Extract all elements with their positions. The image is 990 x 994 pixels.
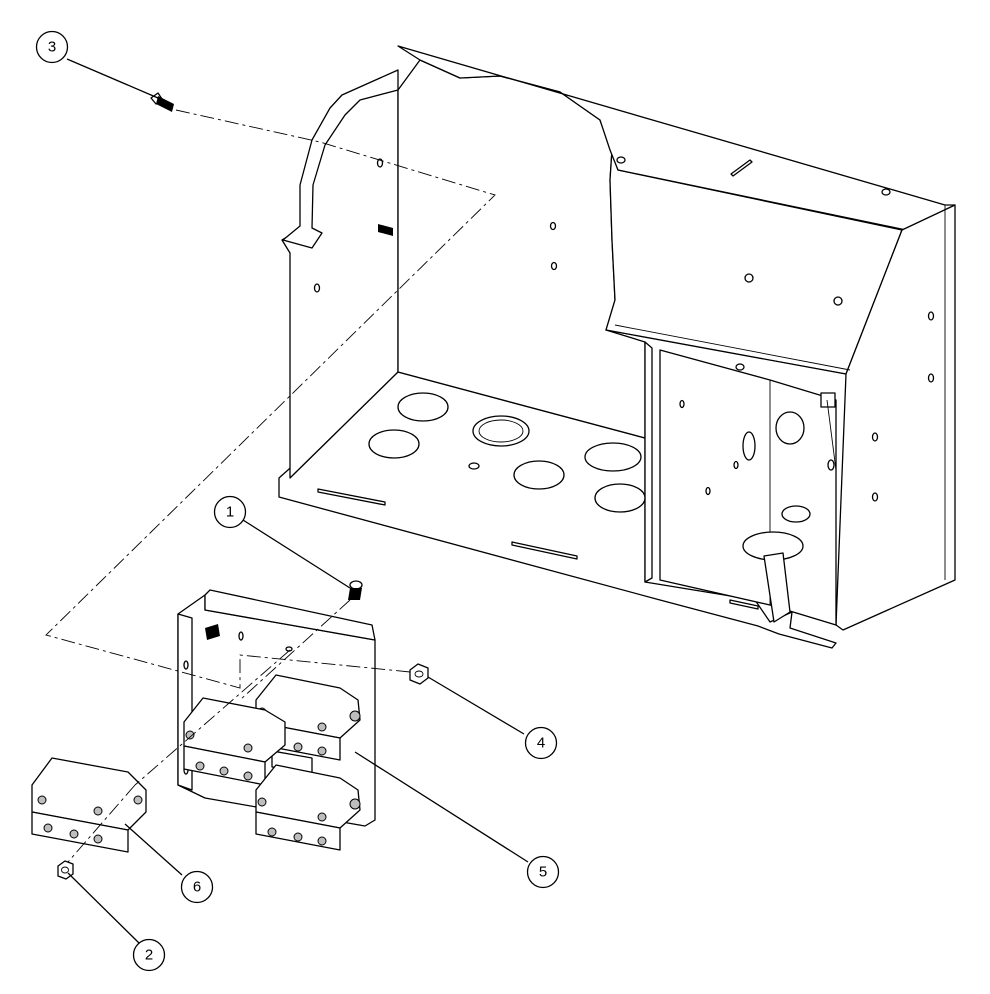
- callout-4: 4: [524, 726, 558, 760]
- mounting-plate-assembly: [177, 589, 376, 851]
- callout-6: 6: [180, 870, 214, 904]
- enclosure-mount-flange: [282, 69, 399, 249]
- screw-1: [348, 580, 363, 600]
- enclosure-divider: [644, 341, 653, 583]
- mount-holes: [313, 156, 935, 502]
- svg-text:2: 2: [145, 947, 153, 964]
- right-compartment-back: [659, 349, 837, 626]
- svg-text:1: 1: [226, 504, 234, 521]
- svg-text:5: 5: [539, 864, 547, 881]
- terminal-block: [183, 697, 286, 786]
- enclosure-top-flange: [397, 45, 956, 231]
- vent-slots: [317, 159, 759, 610]
- assembly-centerlines: [45, 109, 496, 863]
- terminal-block: [255, 764, 361, 851]
- callout-2: 2: [132, 938, 166, 972]
- screw-3: [150, 92, 174, 112]
- leader-lines: [66, 58, 529, 944]
- loose-terminal-block: [31, 757, 147, 853]
- floor-knockouts: [368, 392, 811, 623]
- callout-5: 5: [526, 855, 560, 889]
- enclosure-stud: [378, 224, 393, 236]
- enclosure-latch: [820, 392, 837, 471]
- callout-1: 1: [213, 495, 247, 529]
- svg-text:3: 3: [48, 39, 56, 56]
- svg-text:4: 4: [537, 735, 545, 752]
- svg-text:6: 6: [193, 879, 201, 896]
- mounting-plate-flange: [204, 589, 376, 641]
- nut-4: [409, 663, 429, 685]
- callout-3: 3: [35, 30, 69, 64]
- enclosure-box: [278, 45, 956, 649]
